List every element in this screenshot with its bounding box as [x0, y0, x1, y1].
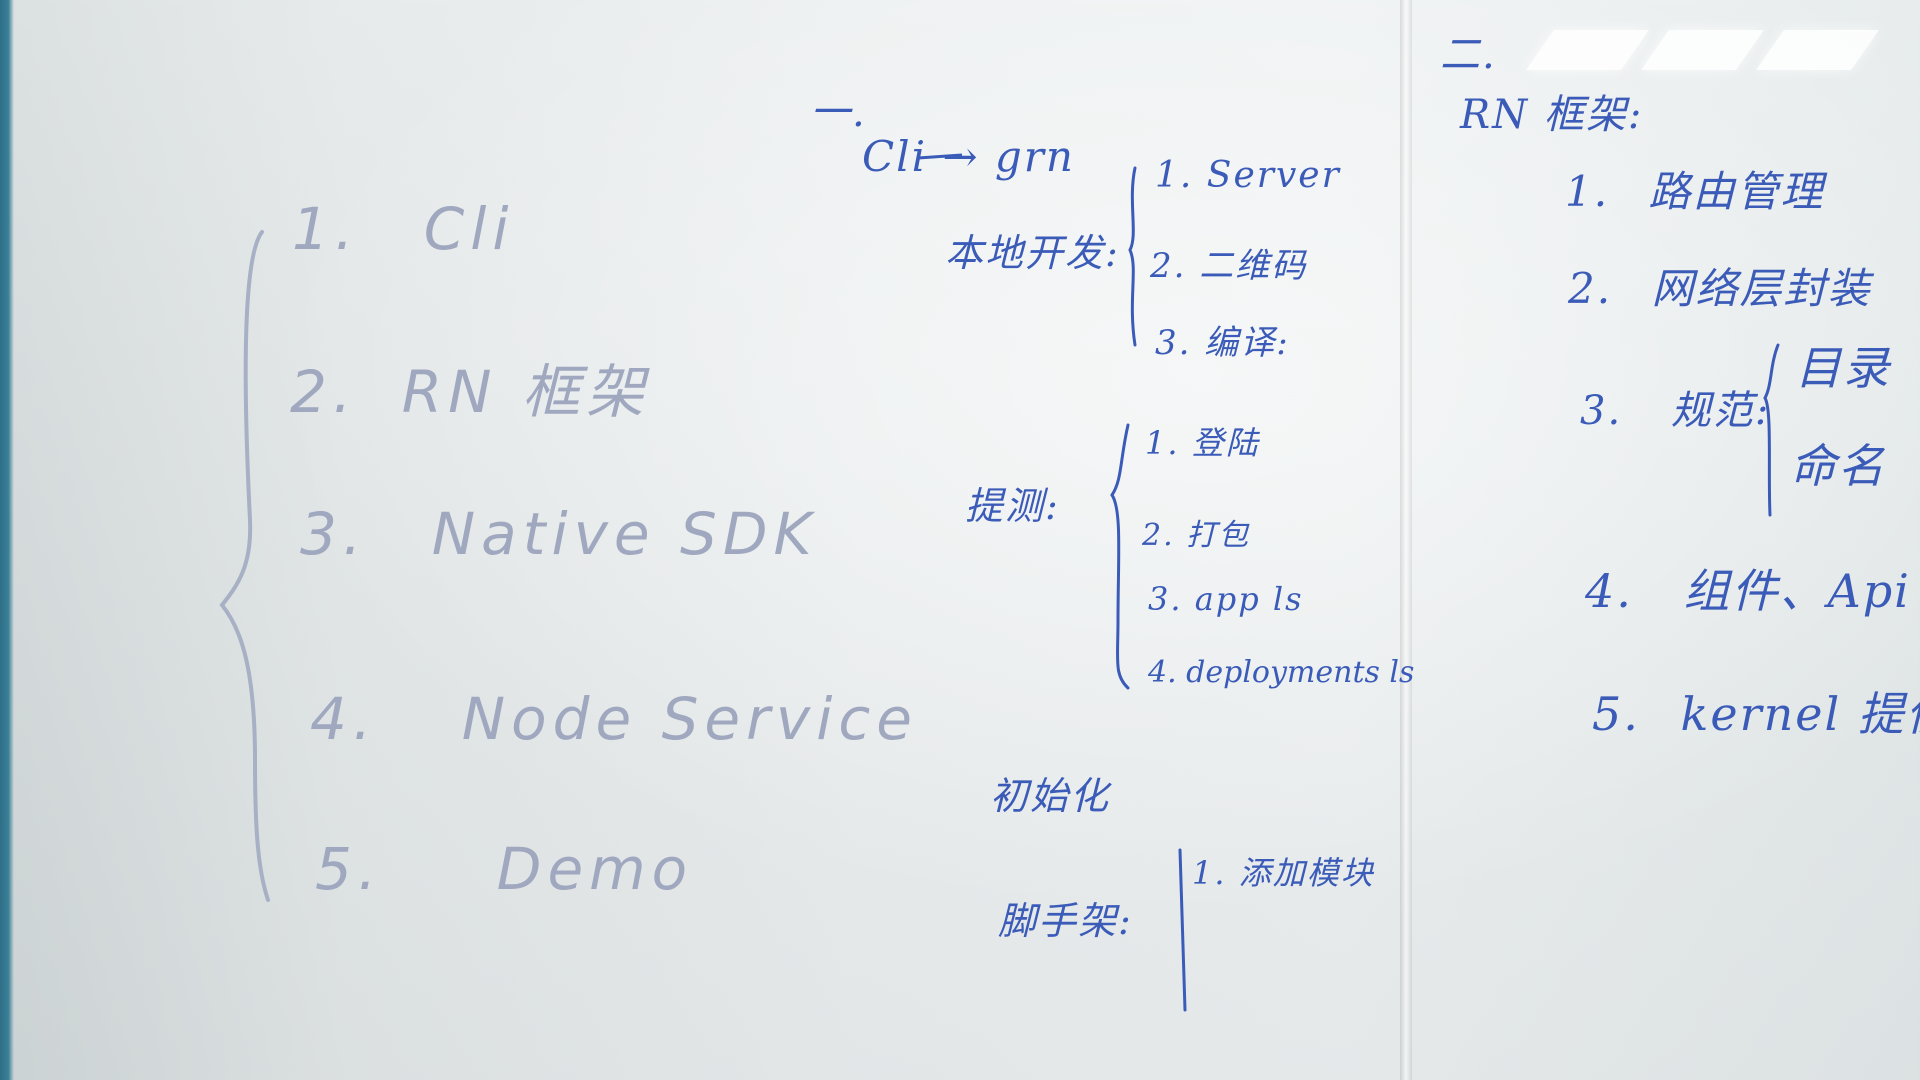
- item-text: Native SDK: [431, 500, 818, 568]
- local-dev-item-3: 3. 编译:: [1155, 323, 1290, 363]
- scaffold-bracket-line: [1178, 848, 1187, 1012]
- whiteboard-panel-seam: [1400, 0, 1412, 1080]
- item-text: kernel 提供: [1680, 687, 1920, 741]
- item-text: 网络层封装: [1651, 264, 1872, 313]
- section-two-mark: 二.: [1440, 32, 1497, 78]
- local-dev-item-1: 1. Server: [1155, 155, 1341, 196]
- item-number: 5.: [1592, 687, 1640, 741]
- scaffold-item-1: 1. 添加模块: [1192, 854, 1375, 892]
- rn-item-1: 1. 路由管理: [1565, 158, 1824, 219]
- init-label: 初始化: [990, 774, 1111, 818]
- local-dev-item-2: 2. 二维码: [1150, 246, 1308, 286]
- item-number: 5.: [315, 835, 383, 903]
- item-number: 4.: [310, 685, 378, 753]
- left-list-item-3: 3. Native SDK: [300, 500, 818, 568]
- upload-brace: [1110, 423, 1130, 690]
- upload-label: 提测:: [965, 484, 1060, 528]
- rn-item-4: 4. 组件、Api: [1585, 555, 1911, 621]
- item-text: 规范:: [1670, 388, 1771, 434]
- item-text: 组件、Api: [1683, 564, 1911, 618]
- item-number: 2.: [290, 358, 358, 426]
- item-number: 3.: [300, 500, 368, 568]
- cli-arrow: [917, 153, 963, 160]
- left-list-item-5: 5. Demo: [315, 835, 693, 903]
- item-number: 1.: [1565, 167, 1610, 216]
- spec-brace: [1763, 343, 1780, 517]
- board-frame-edge: [0, 0, 14, 1080]
- spec-subitem-1: 目录: [1795, 341, 1891, 395]
- rn-item-3: 3. 规范:: [1580, 378, 1770, 436]
- spec-subitem-2: 命名: [1790, 439, 1886, 493]
- local-dev-brace: [1128, 166, 1137, 347]
- item-number: 1.: [292, 195, 360, 263]
- upload-item-3: 3. app ls: [1148, 580, 1304, 618]
- item-number: 4.: [1585, 564, 1633, 618]
- item-text: Cli: [423, 195, 515, 263]
- item-text: RN 框架: [401, 358, 650, 426]
- rn-item-2: 2. 网络层封装: [1568, 255, 1871, 316]
- upload-item-4: 4. deployments ls: [1148, 655, 1415, 690]
- upload-item-1: 1. 登陆: [1145, 424, 1260, 462]
- item-number: 2.: [1568, 264, 1613, 313]
- left-list-item-4: 4. Node Service: [310, 685, 918, 753]
- item-text: 路由管理: [1648, 167, 1825, 216]
- rn-framework-heading: RN 框架:: [1460, 92, 1644, 138]
- local-dev-label: 本地开发:: [945, 231, 1120, 275]
- item-number: 3.: [1580, 388, 1623, 434]
- upload-item-2: 2. 打包: [1142, 518, 1251, 553]
- cli-grn-line: Cli → grn: [862, 132, 1075, 181]
- scaffold-label: 脚手架:: [998, 899, 1133, 943]
- item-text: Demo: [496, 835, 694, 903]
- left-list-brace: [219, 230, 270, 902]
- rn-item-5: 5. kernel 提供: [1592, 678, 1920, 744]
- left-list-item-2: 2. RN 框架: [290, 345, 650, 429]
- item-text: Node Service: [461, 685, 918, 753]
- left-list-item-1: 1. Cli: [292, 195, 515, 263]
- section-one-mark: 一.: [810, 90, 867, 136]
